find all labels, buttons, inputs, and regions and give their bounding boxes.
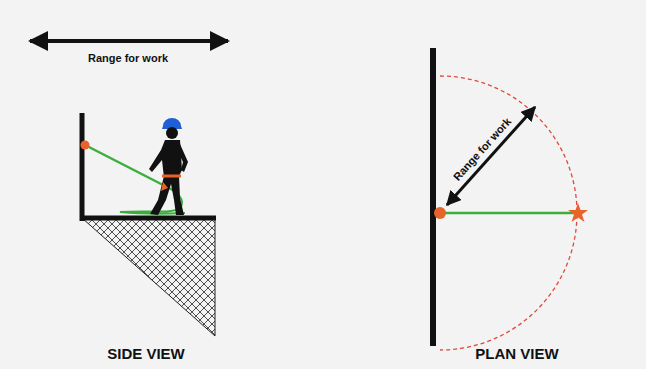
work-range-arc	[440, 76, 577, 350]
view-title: PLAN VIEW	[475, 346, 558, 363]
lanyard-plan	[440, 212, 578, 215]
range-arrow	[30, 39, 228, 43]
wall-plan	[430, 48, 436, 346]
platform	[80, 216, 216, 221]
range-label: Range for work	[451, 115, 514, 183]
anchor-point	[81, 141, 90, 150]
range-arrow-diagonal	[447, 107, 535, 205]
worker	[149, 118, 188, 215]
wall	[80, 113, 85, 221]
view-title: SIDE VIEW	[107, 346, 185, 363]
anchor-point-plan	[434, 207, 446, 219]
hatched-support	[82, 218, 215, 336]
range-label: Range for work	[88, 52, 168, 64]
worker-position-star	[568, 203, 588, 222]
